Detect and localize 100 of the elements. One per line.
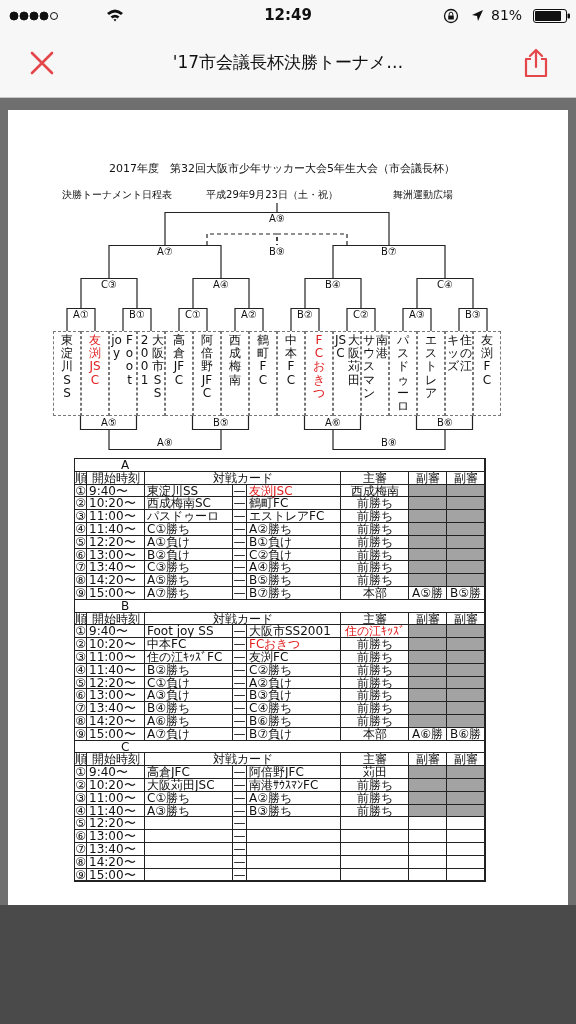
versus-dash: — — [233, 638, 246, 651]
versus-dash: — — [233, 510, 246, 523]
match-number: ④ — [75, 663, 86, 676]
versus-dash: — — [233, 625, 246, 638]
versus-dash: — — [233, 484, 246, 497]
team-name: A⑤勝ち — [147, 574, 190, 587]
team-name: エストレア — [425, 334, 437, 402]
column-header: 順 — [74, 471, 87, 484]
section-letter: C — [121, 740, 130, 753]
column-header: 順 — [74, 753, 87, 766]
match-label: A① — [73, 309, 89, 321]
versus-dash: — — [233, 650, 246, 663]
referee-name: 前勝ち — [356, 650, 393, 663]
referee-name: 前勝ち — [356, 535, 393, 548]
column-header: 副審 — [415, 471, 440, 484]
versus-dash: — — [233, 727, 246, 740]
team-name: A③負け — [147, 689, 190, 702]
team-name: 東淀川SS — [61, 334, 73, 402]
team-name: 友渕JSC — [249, 484, 293, 497]
match-number: ⑦ — [75, 561, 86, 574]
bracket-line — [444, 244, 446, 279]
match-label: B⑨ — [265, 245, 289, 258]
start-time: 12:20〜 — [89, 676, 136, 689]
column-header: 副審 — [453, 612, 478, 625]
bracket-line — [94, 307, 96, 332]
team-box — [221, 331, 249, 416]
bracket-line — [164, 211, 166, 246]
team-name: 鶴町FC — [249, 497, 289, 510]
versus-dash: — — [233, 663, 246, 676]
referee-name: 前勝ち — [356, 638, 393, 651]
bracket-line — [234, 307, 236, 332]
start-time: 11:40〜 — [89, 663, 136, 676]
bracket-match — [193, 416, 249, 430]
team-name: 鶴町FC — [257, 334, 269, 389]
team-name: 大阪苅田 — [347, 334, 360, 389]
team-box — [389, 331, 417, 416]
bracket-line — [402, 307, 404, 332]
bracket-line — [248, 277, 250, 309]
match-number: ⑥ — [75, 548, 86, 561]
team-name: 友渕FC — [249, 650, 289, 663]
column-header: 順 — [74, 612, 87, 625]
team-name: 住の江ｷｯｽﾞFC — [147, 650, 223, 663]
referee-name: 西成梅南 — [350, 484, 399, 497]
match-label: C② — [353, 309, 369, 321]
bracket-match — [417, 416, 473, 430]
versus-dash: — — [233, 702, 246, 715]
team-box — [361, 331, 389, 416]
versus-dash: — — [233, 676, 246, 689]
referee-name: 本部 — [362, 727, 387, 740]
versus-dash: — — [233, 497, 246, 510]
team-name: エストレアFC — [249, 510, 325, 523]
section-letter: B — [121, 599, 130, 612]
start-time: 14:20〜 — [89, 855, 136, 868]
referee-name: 本部 — [362, 586, 387, 599]
start-time: 13:40〜 — [89, 702, 136, 715]
match-label: B① — [129, 309, 145, 321]
column-header: 対戦カード — [212, 471, 273, 484]
versus-dash: — — [233, 522, 246, 535]
team-name: 西成梅南 — [229, 334, 241, 389]
bracket-line — [122, 307, 124, 332]
assistant-referee: A⑥勝 — [412, 727, 443, 740]
start-time: 11:40〜 — [89, 522, 136, 535]
bracket-line — [388, 211, 390, 246]
start-time: 9:40〜 — [89, 484, 128, 497]
match-label: B⑧ — [381, 437, 397, 449]
versus-dash: — — [233, 766, 246, 779]
team-name: サウスマン — [362, 334, 375, 402]
team-name: C①勝ち — [147, 522, 191, 535]
venue-name: 舞洲運動広場 — [393, 189, 453, 201]
start-time: 12:20〜 — [89, 817, 136, 830]
bracket-line — [332, 244, 334, 279]
team-name: C②勝ち — [249, 663, 293, 676]
team-box — [53, 331, 81, 416]
start-time: 13:00〜 — [89, 689, 136, 702]
versus-dash: — — [233, 842, 246, 855]
match-number: ① — [75, 766, 86, 779]
team-name: 大阪市SS — [151, 334, 164, 402]
match-label: A⑨ — [269, 213, 285, 225]
team-name: C①勝ち — [147, 791, 191, 804]
bracket-line — [444, 429, 446, 451]
match-label: B③ — [465, 309, 481, 321]
team-name: 東淀川SS — [147, 484, 199, 497]
team-name: B⑥勝ち — [249, 714, 292, 727]
team-name: B③負け — [249, 689, 292, 702]
team-name: 高倉JFC — [173, 334, 185, 389]
team-name: C③勝ち — [147, 561, 191, 574]
match-label: B⑦ — [381, 246, 397, 258]
match-number: ② — [75, 497, 86, 510]
team-name: B④勝ち — [147, 702, 190, 715]
column-header: 主審 — [362, 753, 387, 766]
start-time: 11:40〜 — [89, 804, 136, 817]
team-name: B⑦勝ち — [249, 586, 292, 599]
team-name: B⑤勝ち — [249, 574, 292, 587]
team-name: JSC — [334, 334, 347, 363]
bracket-line — [416, 277, 418, 309]
team-name: 中本FC — [147, 638, 187, 651]
versus-dash: — — [233, 804, 246, 817]
referee-name: 前勝ち — [356, 497, 393, 510]
referee-name: 苅田 — [362, 766, 387, 779]
bracket-match — [109, 436, 221, 450]
